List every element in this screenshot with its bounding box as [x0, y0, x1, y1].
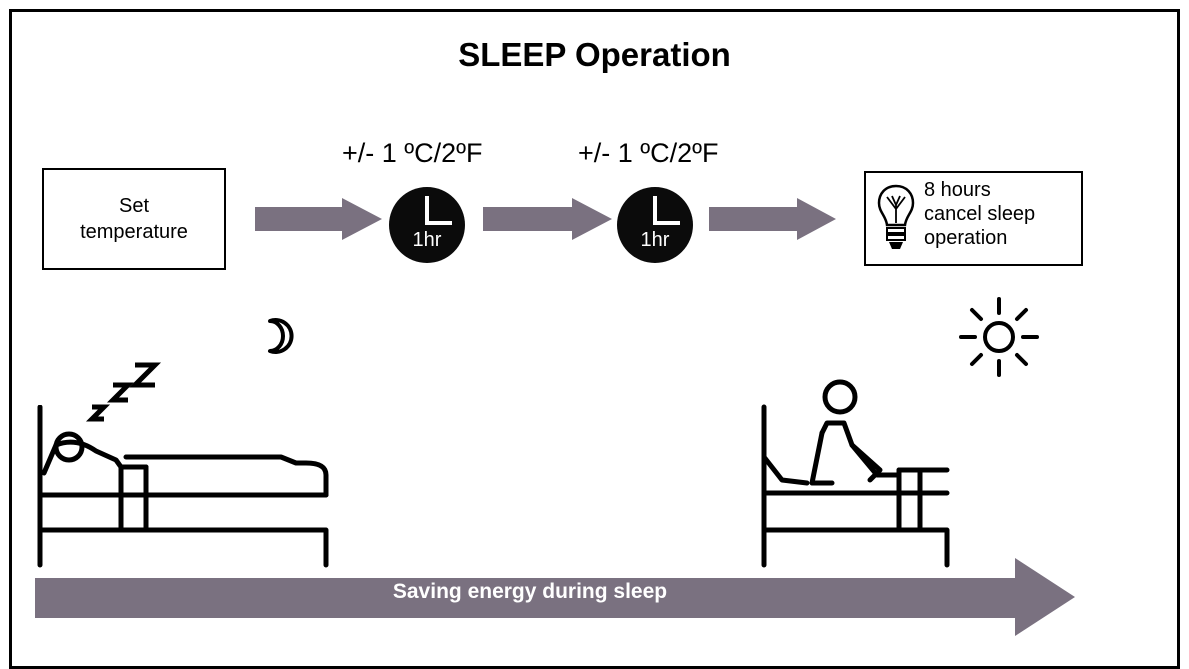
cancel-line2: cancel sleep: [924, 203, 1036, 225]
cancel-sleep-text: 8 hours cancel sleep operation: [924, 178, 1035, 250]
arrow-3: [709, 198, 836, 240]
step2-change-label: +/- 1 ºC/2ºF: [578, 138, 719, 168]
crescent-moon-icon: [268, 318, 294, 354]
page-title: SLEEP Operation: [458, 36, 731, 73]
bottom-arrow: [35, 558, 1075, 636]
lightbulb-icon: [877, 184, 915, 249]
step1-change-label: +/- 1 ºC/2ºF: [342, 138, 483, 168]
clock-icon: 1hr: [389, 187, 465, 263]
set-temperature-line2: temperature: [80, 221, 188, 243]
clock-icon: 1hr: [617, 187, 693, 263]
sleeping-person-bed-icon: [37, 405, 329, 568]
sun-icon: [959, 297, 1039, 377]
flow-arrows: [35, 198, 1075, 636]
arrow-2: [483, 198, 612, 240]
bottom-arrow-label: Saving energy during sleep: [392, 580, 668, 603]
awake-person-bed-icon: [761, 379, 950, 568]
zzz-icon: [85, 362, 162, 422]
cancel-sleep-box: 8 hours cancel sleep operation: [864, 171, 1083, 266]
set-temperature-line1: Set: [118, 195, 150, 217]
cancel-line3: operation: [924, 227, 1008, 249]
clock1-label: 1hr: [412, 229, 442, 251]
set-temperature-box: Set temperature: [42, 168, 226, 270]
arrow-1: [255, 198, 382, 240]
clock2-label: 1hr: [640, 229, 670, 251]
cancel-line1: 8 hours: [924, 179, 991, 201]
